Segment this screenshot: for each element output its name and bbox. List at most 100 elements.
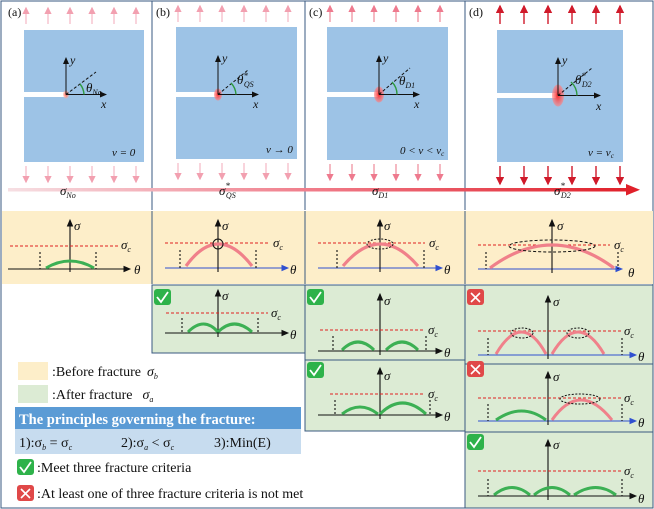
graph-d3-after-sigma: σ bbox=[553, 437, 560, 452]
panel-c bbox=[306, 4, 448, 182]
legend-check-icon bbox=[17, 459, 34, 475]
velocity-c: 0 < v < vc bbox=[400, 145, 445, 158]
graph-b-after-sigmac: σc bbox=[271, 305, 281, 322]
legend-after-swatch bbox=[18, 385, 48, 403]
panel-d-arrows-bottom bbox=[495, 166, 625, 186]
after-b-box bbox=[151, 284, 306, 354]
graph-c2-after bbox=[318, 366, 444, 419]
axis-x-c: x bbox=[413, 97, 420, 111]
panel-d-letter: (d) bbox=[469, 5, 483, 19]
check-badge-c1 bbox=[307, 289, 324, 305]
graph-c-before bbox=[318, 218, 444, 272]
panel-a bbox=[2, 6, 144, 184]
before-fracture-row bbox=[2, 211, 653, 284]
axis-y-c: y bbox=[382, 51, 389, 65]
graph-c2-after-theta: θ bbox=[444, 409, 451, 424]
principle-1: 1):σb = σc bbox=[19, 436, 73, 452]
panel-d bbox=[466, 4, 625, 186]
graph-c1-after-theta: θ bbox=[444, 345, 451, 360]
legend-before-swatch bbox=[18, 362, 48, 380]
theta-label-d: θ*D2 bbox=[575, 71, 592, 89]
check-badge-c2 bbox=[307, 362, 324, 378]
check-badge-d3 bbox=[467, 434, 484, 450]
panel-b-letter: (b) bbox=[156, 5, 170, 19]
graph-c-before-sigmac: σc bbox=[429, 235, 439, 252]
stress-label-d1: σD1 bbox=[372, 183, 388, 200]
panel-a-arrows-bottom bbox=[22, 166, 140, 184]
check-badge-b bbox=[154, 289, 171, 305]
graph-b-before bbox=[165, 218, 290, 272]
axis-x-d: x bbox=[595, 99, 602, 113]
legend-cross-icon bbox=[17, 485, 34, 501]
axis-x-b: x bbox=[252, 97, 259, 111]
graph-c1-after-sigmac: σc bbox=[428, 322, 438, 339]
graph-d1-after-theta: θ bbox=[638, 349, 645, 364]
velocity-b: v → 0 bbox=[266, 144, 293, 156]
panel-b-arrows-top bbox=[174, 4, 292, 22]
graph-d-before-theta: θ bbox=[628, 265, 635, 280]
graph-c2-after-sigma: σ bbox=[384, 368, 391, 383]
graph-b-after bbox=[165, 288, 290, 337]
graph-b-before-sigmac: σc bbox=[273, 235, 283, 252]
panel-c-arrows-bottom bbox=[326, 164, 444, 182]
panel-c-letter: (c) bbox=[309, 5, 322, 19]
graph-d-before-sigmac: σc bbox=[614, 237, 624, 254]
graph-d2-after bbox=[478, 370, 638, 425]
principles-box-body bbox=[15, 429, 301, 454]
graph-b-after-theta: θ bbox=[290, 327, 297, 342]
theta-label-a: θNo bbox=[86, 80, 102, 97]
stress-label-no: σNo bbox=[60, 183, 76, 200]
graph-d3-after-sigmac: σc bbox=[624, 463, 634, 480]
panel-c-arrows-top bbox=[326, 4, 444, 22]
principle-2: 2):σa < σc bbox=[121, 436, 175, 452]
stress-label-d2: σ*D2 bbox=[554, 181, 571, 200]
theta-label-c: θD1 bbox=[399, 73, 415, 90]
graph-d1-after bbox=[478, 294, 638, 359]
panel-b bbox=[153, 4, 297, 181]
graph-c-before-sigma: σ bbox=[384, 218, 391, 233]
stress-arrow-head bbox=[626, 184, 640, 196]
graph-a-before-sigma: σ bbox=[74, 218, 81, 233]
legend-notmet-text: :At least one of three fracture criteria… bbox=[37, 487, 303, 502]
panel-b-arrows-bottom bbox=[174, 163, 292, 181]
graph-d1-after-sigmac: σc bbox=[624, 323, 634, 340]
principle-3: 3):Min(E) bbox=[214, 436, 271, 451]
velocity-d: v = vc bbox=[588, 147, 615, 160]
graph-c-before-theta: θ bbox=[444, 262, 451, 277]
graph-d2-after-theta: θ bbox=[638, 415, 645, 430]
panel-a-arrows-top bbox=[22, 6, 140, 24]
graph-d1-after-sigma: σ bbox=[553, 294, 560, 309]
graph-d-before-sigma: σ bbox=[557, 218, 564, 233]
panel-a-letter: (a) bbox=[8, 5, 21, 19]
after-c1-box bbox=[304, 284, 466, 361]
after-c2-box bbox=[304, 359, 466, 432]
graph-d2-after-sigma: σ bbox=[553, 369, 560, 384]
graph-d3-after-theta: θ bbox=[638, 491, 645, 506]
legend-meet-text: :Meet three fracture criteria bbox=[37, 461, 192, 476]
velocity-a: v = 0 bbox=[112, 147, 136, 159]
principles-title: The principles governing the fracture: bbox=[19, 412, 256, 428]
graph-b-before-sigma: σ bbox=[222, 218, 229, 233]
stress-label-qs: σ*QS bbox=[219, 181, 236, 200]
graph-c1-after bbox=[318, 292, 444, 355]
axis-y-a: y bbox=[69, 53, 76, 67]
cross-badge-d2 bbox=[467, 361, 484, 377]
axis-y-b: y bbox=[221, 51, 228, 65]
graph-b-after-sigma: σ bbox=[222, 288, 229, 303]
cross-badge-d1 bbox=[467, 289, 484, 305]
graph-a-before-sigmac: σc bbox=[121, 237, 131, 254]
graph-c2-after-sigmac: σc bbox=[428, 386, 438, 403]
crack-a bbox=[2, 92, 66, 97]
graph-a-before-theta: θ bbox=[134, 262, 141, 277]
axis-x-a: x bbox=[100, 97, 107, 111]
graph-d3-after bbox=[478, 438, 638, 500]
graph-c1-after-sigma: σ bbox=[384, 293, 391, 308]
graph-a-before bbox=[8, 218, 132, 273]
stress-arrow-bar bbox=[8, 188, 628, 192]
graph-d2-after-sigmac: σc bbox=[624, 390, 634, 407]
graph-b-before-theta: θ bbox=[290, 262, 297, 277]
axis-y-d: y bbox=[561, 53, 568, 67]
